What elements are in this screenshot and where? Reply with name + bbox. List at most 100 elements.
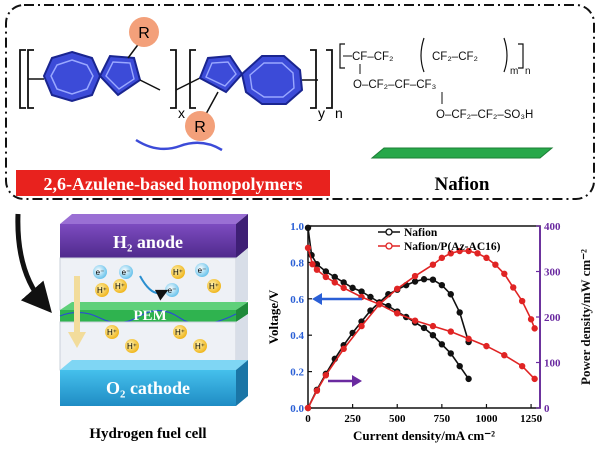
electron xyxy=(119,265,133,279)
cathode-label: O₂ cathode xyxy=(106,378,190,398)
legend: Nafion Nafion/P(Az-AC16) xyxy=(378,227,501,253)
data-point xyxy=(447,291,454,298)
data-point xyxy=(518,297,526,305)
data-point xyxy=(456,247,463,255)
pem-label: PEM xyxy=(133,308,166,324)
nafion-line2: O–CF₂–CF–CF₃ xyxy=(353,79,437,91)
data-point xyxy=(376,301,383,308)
data-point xyxy=(465,335,472,343)
data-point xyxy=(394,310,401,317)
y-axis-label-right: Power density/mW cm⁻² xyxy=(578,249,593,385)
data-point xyxy=(492,261,499,268)
r-group-2 xyxy=(185,111,215,141)
x-tick-label: 0 xyxy=(305,413,311,425)
proton xyxy=(95,283,109,297)
data-point xyxy=(349,284,356,292)
svg-text:H⁺: H⁺ xyxy=(97,286,107,295)
y-right-tick-label: 0 xyxy=(544,403,550,415)
data-point xyxy=(313,387,321,394)
data-point xyxy=(322,268,330,275)
svg-text:H⁺: H⁺ xyxy=(115,282,125,291)
nafion-m: m xyxy=(510,66,518,77)
fuel-cell-caption: Hydrogen fuel cell xyxy=(89,426,206,442)
data-point xyxy=(429,261,437,268)
data-point xyxy=(483,254,490,262)
data-point xyxy=(420,276,428,283)
nafion-label: Nafion xyxy=(435,174,490,195)
data-point xyxy=(358,322,365,330)
subscript-y: y xyxy=(318,105,325,121)
proton xyxy=(105,325,119,339)
x-tick-label: 1250 xyxy=(520,413,543,425)
lower-particles: H⁺ H⁺ H⁺ H⁺ xyxy=(105,325,207,353)
electron xyxy=(165,283,179,297)
data-point xyxy=(465,375,472,383)
subscript-n: n xyxy=(335,105,343,121)
data-point xyxy=(447,250,454,257)
fuel-cell-diagram: H₂ anode PEM O₂ cathode e⁻ e⁻ e⁻ e⁻ xyxy=(59,214,248,442)
y-left-tick-label: 0.8 xyxy=(290,257,304,269)
proton-flow-arrow xyxy=(74,276,80,332)
pem-layer xyxy=(60,310,236,322)
data-point xyxy=(501,352,508,359)
data-point xyxy=(340,284,347,292)
data-point xyxy=(411,278,419,285)
top-panel-frame xyxy=(5,4,595,200)
data-point xyxy=(447,328,454,335)
anode-label: H₂ anode xyxy=(113,232,183,252)
data-point xyxy=(331,279,338,286)
r-group-2-label: R xyxy=(194,119,206,136)
data-point xyxy=(411,317,419,324)
data-point xyxy=(304,224,312,232)
proton xyxy=(173,325,187,339)
svg-text:e⁻: e⁻ xyxy=(168,286,177,295)
data-point xyxy=(474,250,481,257)
data-point xyxy=(531,375,538,383)
data-point xyxy=(322,372,330,379)
data-point xyxy=(358,288,365,295)
alkyl-chain xyxy=(135,138,223,152)
svg-text:e⁻: e⁻ xyxy=(198,266,207,275)
azulene-polymer-structure: R x R y n xyxy=(19,17,343,152)
electron xyxy=(93,265,107,279)
nafion-structure: CF–CF₂ CF₂–CF₂ m n O–CF₂–CF–CF₃ O–CF₂–CF… xyxy=(339,37,533,121)
x-tick-label: 750 xyxy=(434,413,451,425)
data-point xyxy=(304,404,312,412)
proton xyxy=(207,279,221,293)
y-ticks-left: 0.00.20.40.60.81.0 xyxy=(290,221,312,415)
data-point xyxy=(456,309,463,316)
proton xyxy=(125,339,139,353)
nafion-n: n xyxy=(525,66,531,77)
polymer-label: 2,6-Azulene-based homopolymers xyxy=(44,174,303,194)
legend-marker-composite xyxy=(385,242,393,250)
svg-text:H⁺: H⁺ xyxy=(173,268,183,277)
data-point xyxy=(438,341,446,348)
data-point xyxy=(527,316,535,323)
data-point xyxy=(429,332,437,339)
data-point xyxy=(304,244,312,252)
legend-label-nafion: Nafion xyxy=(404,227,438,239)
data-point xyxy=(531,325,538,332)
y-right-tick-label: 300 xyxy=(544,267,561,279)
cathode-block xyxy=(60,370,236,406)
nafion-line1b: CF₂–CF₂ xyxy=(432,51,478,63)
voltage-axis-arrow xyxy=(312,293,362,305)
y-right-tick-label: 400 xyxy=(544,221,561,233)
power-axis-arrow xyxy=(328,375,362,387)
data-point xyxy=(438,281,446,289)
y-left-tick-label: 0.6 xyxy=(290,294,304,306)
y-left-tick-label: 0.0 xyxy=(290,403,304,415)
data-point xyxy=(367,293,374,301)
legend-marker-nafion xyxy=(385,228,393,236)
y-left-tick-label: 0.2 xyxy=(290,367,304,379)
svg-text:H⁺: H⁺ xyxy=(195,342,205,351)
x-axis-label: Current density/mA cm⁻² xyxy=(353,428,495,443)
svg-text:e⁻: e⁻ xyxy=(122,268,131,277)
y-axis-label-left: Voltage/V xyxy=(266,289,281,344)
data-point xyxy=(411,272,419,280)
data-point xyxy=(429,322,437,330)
data-point xyxy=(313,266,321,273)
y-left-tick-label: 1.0 xyxy=(290,221,304,233)
data-point xyxy=(340,279,347,286)
